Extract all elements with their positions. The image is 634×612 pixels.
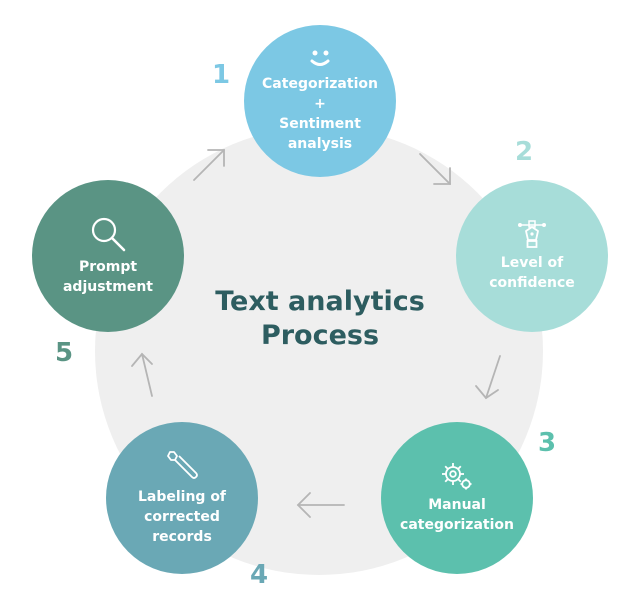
arrow-2-to-3 bbox=[475, 355, 501, 400]
arrow-4-to-5 bbox=[131, 352, 153, 397]
step-5-label-line2: adjustment bbox=[62, 279, 153, 295]
center-title-line2: Process bbox=[260, 320, 380, 351]
step-4-number: 4 bbox=[250, 560, 269, 590]
step-3-node: Manual categorization bbox=[381, 422, 533, 574]
step-3-label-line2: categorization bbox=[400, 517, 514, 533]
pen-tool-icon bbox=[518, 220, 546, 248]
step-4-label-line2: corrected bbox=[144, 509, 220, 525]
step-1-node: Categorization + Sentiment analysis bbox=[244, 25, 396, 177]
arrow-5-to-1 bbox=[193, 149, 225, 181]
center-title: Text analytics Process bbox=[170, 285, 470, 353]
step-2-number: 2 bbox=[515, 137, 534, 167]
step-4-node: Labeling of corrected records bbox=[106, 422, 258, 574]
step-1-label-line3: Sentiment bbox=[279, 116, 361, 132]
arrow-1-to-2 bbox=[419, 153, 451, 185]
step-5-number: 5 bbox=[55, 338, 74, 368]
step-1-label-line4: analysis bbox=[287, 136, 353, 152]
step-5-label-line1: Prompt bbox=[78, 259, 138, 275]
step-2-label-line2: confidence bbox=[489, 275, 575, 291]
wrench-icon bbox=[167, 451, 198, 479]
arrow-3-to-4 bbox=[296, 492, 345, 518]
step-1-label-line1: Categorization bbox=[262, 76, 378, 92]
step-2-node: Level of confidence bbox=[456, 180, 608, 332]
step-3-number: 3 bbox=[538, 428, 557, 458]
step-3-label-line1: Manual bbox=[428, 497, 486, 513]
gears-icon bbox=[442, 463, 472, 490]
smiley-icon bbox=[310, 50, 330, 66]
step-1-number: 1 bbox=[212, 60, 231, 90]
step-4-label-line1: Labeling of bbox=[137, 489, 227, 505]
step-5-node: Prompt adjustment bbox=[32, 180, 184, 332]
magnifier-icon bbox=[91, 217, 126, 252]
step-1-label-line2: + bbox=[314, 96, 326, 112]
step-4-label-line3: records bbox=[152, 529, 212, 545]
step-2-label-line1: Level of bbox=[500, 255, 564, 271]
center-title-line1: Text analytics bbox=[215, 286, 425, 317]
